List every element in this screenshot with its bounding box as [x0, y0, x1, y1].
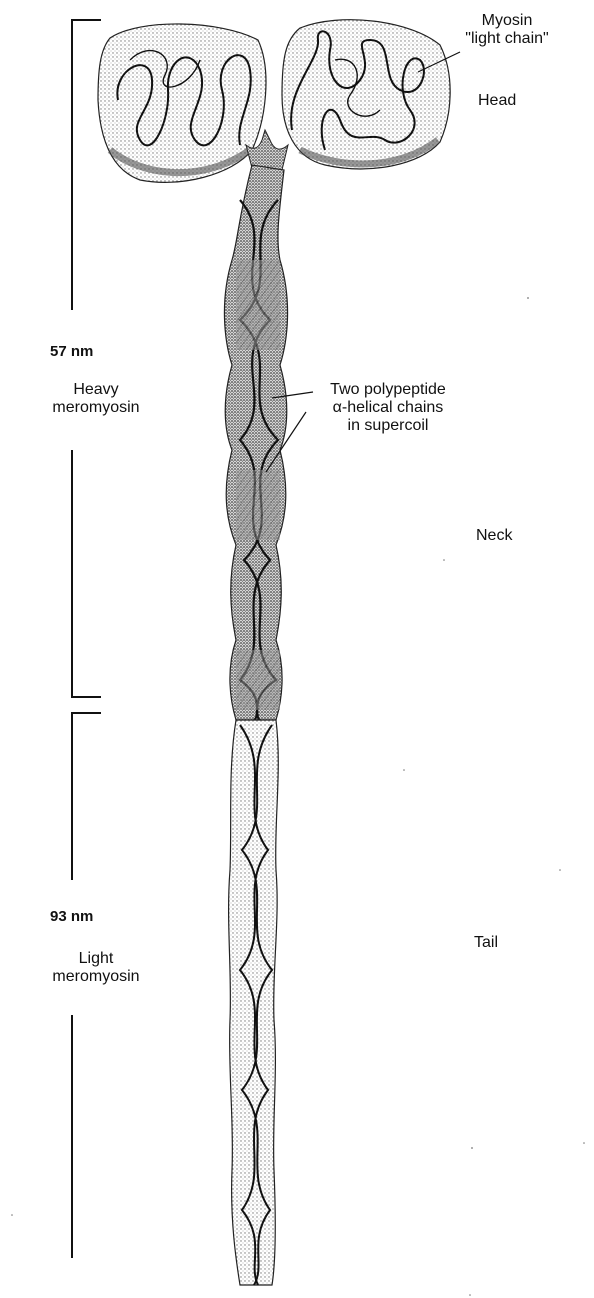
tail-label: Tail	[474, 934, 498, 952]
helix-line2: α-helical chains	[303, 399, 473, 417]
heavy-length-label: 57 nm	[50, 343, 93, 361]
helix-label: Two polypeptide α-helical chains in supe…	[303, 381, 473, 435]
heavy-meromyosin-label: Heavy meromyosin	[36, 381, 156, 417]
neck-label: Neck	[476, 527, 512, 545]
head-label: Head	[478, 92, 516, 110]
light-name-line1: Light	[36, 950, 156, 968]
left-head	[98, 24, 266, 182]
myosin-light-chain-line1: Myosin	[452, 12, 562, 30]
helix-line1: Two polypeptide	[303, 381, 473, 399]
myosin-light-chain-label: Myosin "light chain"	[452, 12, 562, 48]
light-meromyosin-stalk	[229, 720, 279, 1285]
heavy-meromyosin-stalk	[224, 165, 287, 722]
heavy-name-line2: meromyosin	[36, 399, 156, 417]
light-name-line2: meromyosin	[36, 968, 156, 986]
right-head	[282, 20, 450, 169]
light-meromyosin-label: Light meromyosin	[36, 950, 156, 986]
background-specks	[11, 297, 585, 1296]
heavy-name-line1: Heavy	[36, 381, 156, 399]
helix-line3: in supercoil	[303, 417, 473, 435]
light-length-label: 93 nm	[50, 908, 93, 926]
myosin-light-chain-line2: "light chain"	[452, 30, 562, 48]
